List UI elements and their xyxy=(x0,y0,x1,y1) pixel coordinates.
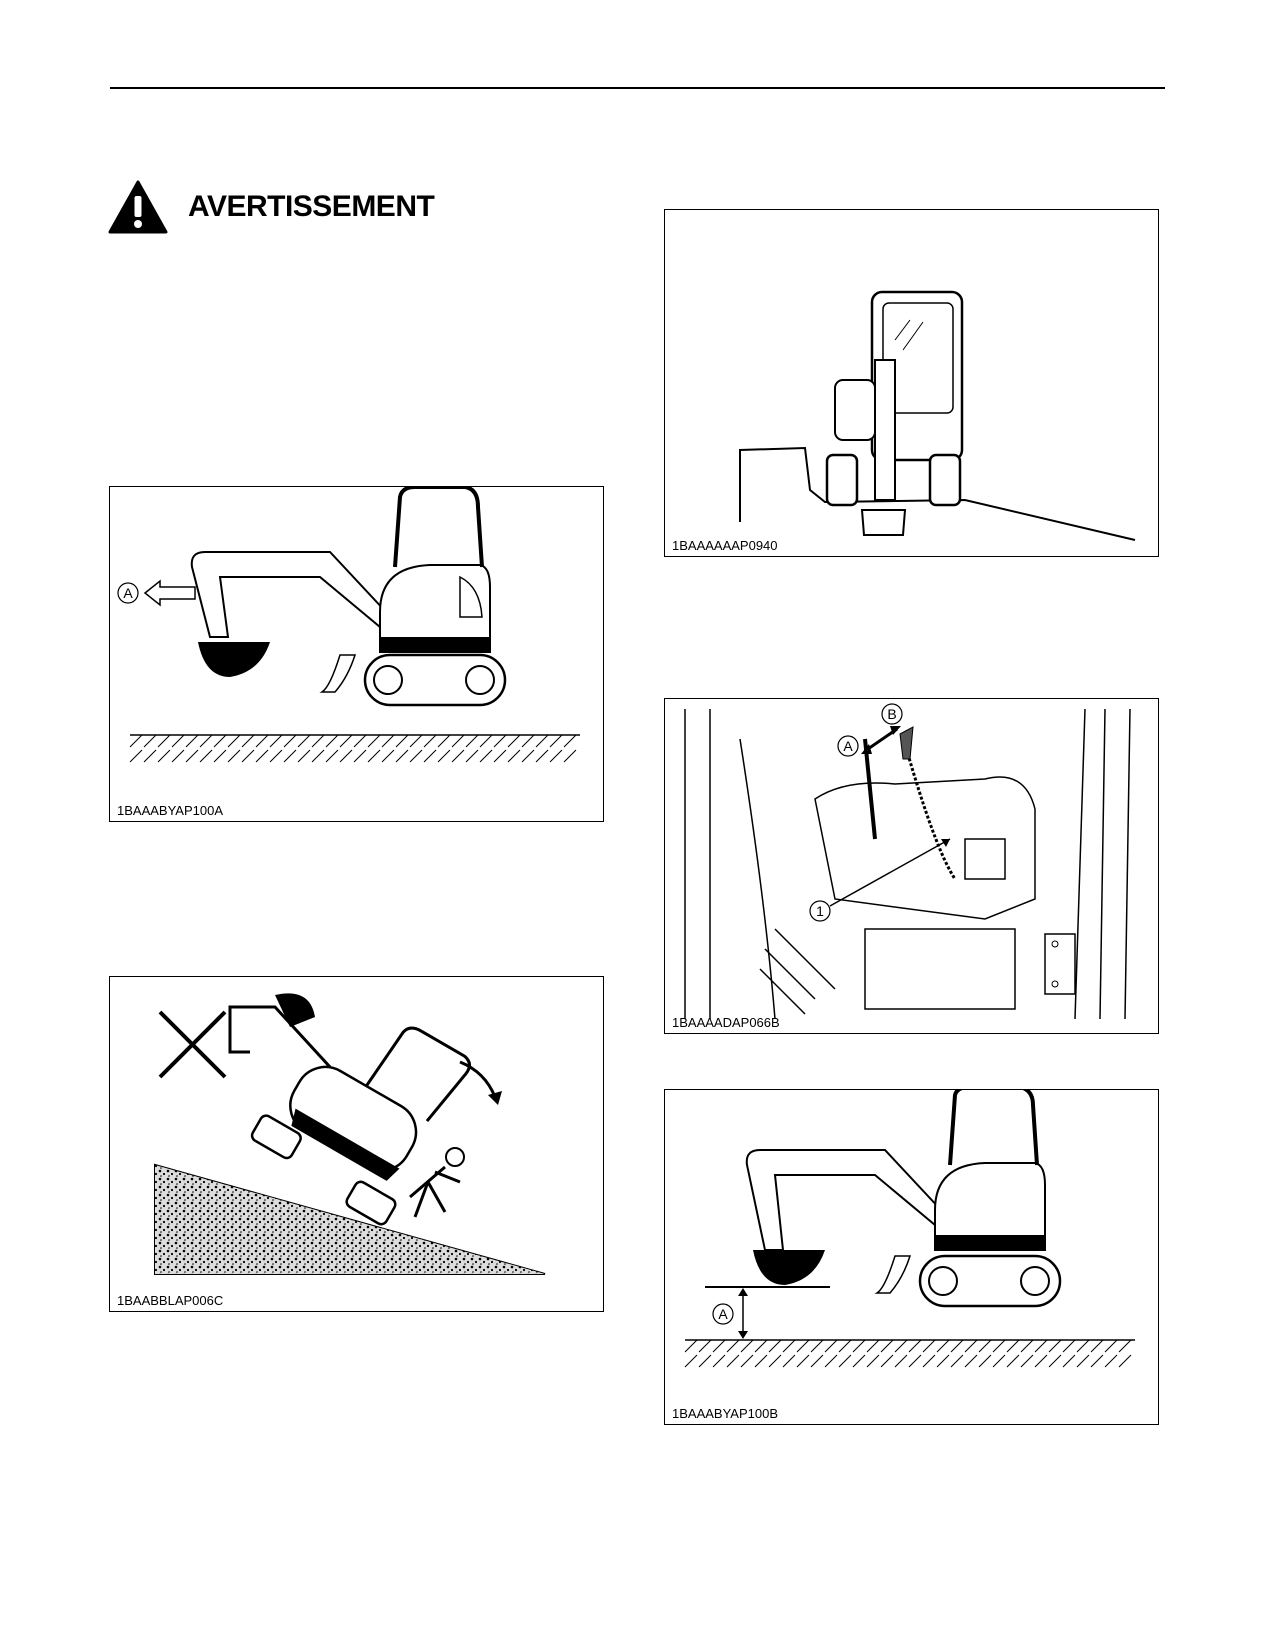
tipping-illustration xyxy=(154,993,546,1275)
excavator-arm-illustration: A xyxy=(117,487,580,763)
label-a: A xyxy=(843,738,853,754)
cab-front-illustration xyxy=(739,290,1136,541)
label-a: A xyxy=(123,585,133,601)
cab-interior-illustration: A B 1 xyxy=(684,703,1131,1020)
label-b: B xyxy=(887,706,896,722)
label-a: A xyxy=(718,1306,728,1322)
figure-code: 1BAAABYAP100B xyxy=(672,1406,778,1421)
figure-tipping-hazard: 1BAABBLAP006C xyxy=(109,976,604,1312)
figure-excavator-arm-travel: A 1BAAABYAP100A xyxy=(109,486,604,822)
figure-cab-interior-lever: A B 1 1BAAAADAP066B xyxy=(664,698,1159,1034)
warning-title: AVERTISSEMENT xyxy=(188,190,435,223)
warning-triangle-icon xyxy=(108,180,168,234)
figure-code: 1BAAABYAP100A xyxy=(117,803,223,818)
figure-code: 1BAABBLAP006C xyxy=(117,1293,224,1308)
bucket-height-illustration: A xyxy=(684,1090,1135,1368)
header-rule xyxy=(110,87,1165,89)
figure-code: 1BAAAADAP066B xyxy=(672,1015,780,1030)
warning-heading: AVERTISSEMENT xyxy=(108,180,435,234)
figure-bucket-height: A 1BAAABYAP100B xyxy=(664,1089,1159,1425)
figure-cab-front-view: 1BAAAAAAP0940 xyxy=(664,209,1159,557)
figure-code: 1BAAAAAAP0940 xyxy=(672,538,778,553)
label-1: 1 xyxy=(816,903,824,919)
